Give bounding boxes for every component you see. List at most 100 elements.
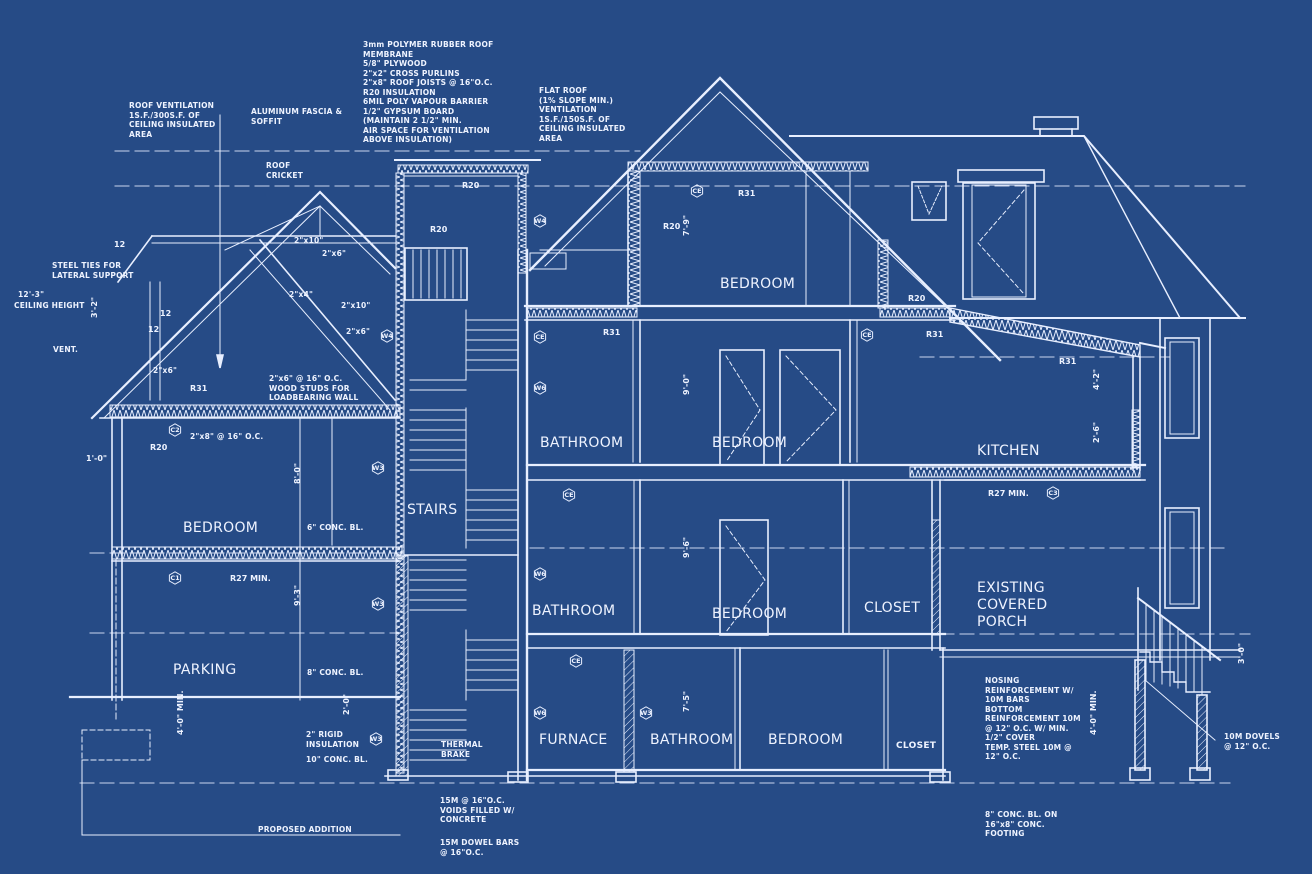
- room-label-stairs: STAIRS: [407, 502, 458, 518]
- dimension-label: 7'-5": [682, 690, 691, 712]
- annotation-footing: 8" CONC. BL. ON 16"x8" CONC. FOOTING: [985, 810, 1058, 838]
- insulation-r-value: R20: [663, 222, 681, 231]
- room-label-bathroom_2f: BATHROOM: [540, 435, 624, 451]
- assembly-tag-label: C3: [1048, 489, 1058, 497]
- dimension-label: 2'-6": [1092, 421, 1101, 443]
- assembly-tag-hexagon: W3: [371, 597, 385, 611]
- insulation-r-value: R20: [150, 443, 168, 452]
- hexagon-icon: [168, 423, 182, 437]
- assembly-tag-hexagon: CE: [569, 654, 583, 668]
- assembly-tag-hexagon: CE: [860, 328, 874, 342]
- assembly-tag-label: C2: [170, 426, 180, 434]
- dimension-label: 3'-0": [1237, 642, 1246, 664]
- dimension-label: 2'-0": [342, 693, 351, 715]
- annotation-rigid: 2" RIGID INSULATION: [306, 730, 360, 749]
- room-label-parking: PARKING: [173, 662, 237, 678]
- room-label-bedroom_1f: BEDROOM: [712, 606, 788, 622]
- dimension-label: 12: [160, 309, 172, 318]
- hexagon-icon: [533, 330, 547, 344]
- insulation-r-value: R27 MIN.: [230, 574, 271, 583]
- assembly-tag-label: W3: [370, 735, 382, 743]
- dimension-label: 12: [114, 240, 126, 249]
- annotation-j_2x6_b: 2"x6": [346, 327, 371, 336]
- annotation-conc_6: 6" CONC. BL.: [307, 523, 364, 532]
- room-label-closet_b: CLOSET: [896, 741, 937, 751]
- dimension-label: 9'-0": [682, 373, 691, 395]
- hexagon-icon: [533, 706, 547, 720]
- assembly-tag-hexagon: W3: [639, 706, 653, 720]
- assembly-tag-hexagon: W4: [380, 329, 394, 343]
- assembly-tag-label: W4: [534, 217, 546, 225]
- assembly-tag-label: W6: [534, 570, 546, 578]
- assembly-tag-hexagon: C3: [1046, 486, 1060, 500]
- assembly-tag-label: W4: [381, 332, 393, 340]
- assembly-tag-label: CE: [571, 657, 581, 665]
- hexagon-icon: [380, 329, 394, 343]
- assembly-tag-hexagon: CE: [562, 488, 576, 502]
- room-label-bedroom_addition: BEDROOM: [183, 520, 259, 536]
- assembly-tag-hexagon: W4: [533, 214, 547, 228]
- annotation-j_2x4: 2"x4": [289, 290, 314, 299]
- hexagon-icon: [690, 184, 704, 198]
- annotation-proposed: PROPOSED ADDITION: [258, 825, 352, 834]
- insulation-r-value: R20: [462, 181, 480, 190]
- hexagon-icon: [1046, 486, 1060, 500]
- hexagon-icon: [533, 381, 547, 395]
- assembly-tag-hexagon: W3: [371, 461, 385, 475]
- annotation-joist_2x8: 2"x8" @ 16" O.C.: [190, 432, 264, 441]
- room-label-bedroom_2f: BEDROOM: [712, 435, 788, 451]
- insulation-r-value: R31: [603, 328, 621, 337]
- assembly-tag-hexagon: W6: [533, 706, 547, 720]
- dimension-label: 3'-2": [90, 296, 99, 318]
- hexagon-icon: [860, 328, 874, 342]
- dimension-label: 7'-9": [682, 214, 691, 236]
- assembly-tag-label: W6: [534, 709, 546, 717]
- hexagon-icon: [639, 706, 653, 720]
- annotation-j_2x6_a: 2"x6": [322, 249, 347, 258]
- insulation-r-value: R27 MIN.: [988, 489, 1029, 498]
- assembly-tag-hexagon: W3: [369, 732, 383, 746]
- dimension-label: 9'-6": [682, 536, 691, 558]
- insulation-r-value: R31: [738, 189, 756, 198]
- dimension-label: 1'-0": [86, 454, 108, 463]
- annotation-studs: 2"x6" @ 16" O.C. WOOD STUDS FOR LOADBEAR…: [269, 374, 359, 402]
- insulation-r-value: R20: [430, 225, 448, 234]
- room-label-bedroom_attic: BEDROOM: [720, 276, 796, 292]
- annotation-dowels10: 10M DOVELS @ 12" O.C.: [1224, 732, 1281, 751]
- annotation-steel_ties: STEEL TIES FOR LATERAL SUPPORT: [52, 261, 134, 280]
- room-label-bedroom_b: BEDROOM: [768, 732, 844, 748]
- room-label-furnace: FURNACE: [539, 732, 608, 748]
- dimension-label: 4'-0" MIN.: [1089, 690, 1098, 735]
- insulation-r-value: R31: [190, 384, 208, 393]
- room-label-bathroom_b: BATHROOM: [650, 732, 734, 748]
- room-label-kitchen: KITCHEN: [977, 443, 1040, 459]
- assembly-tag-label: W3: [372, 600, 384, 608]
- dimension-label: 4'-2": [1092, 368, 1101, 390]
- hexagon-icon: [533, 214, 547, 228]
- assembly-tag-hexagon: CE: [533, 330, 547, 344]
- hexagon-icon: [569, 654, 583, 668]
- annotation-ceiling_height_val: 12'-3": [18, 290, 45, 299]
- room-label-closet_1f: CLOSET: [864, 600, 921, 616]
- annotation-ceiling_height: CEILING HEIGHT: [14, 301, 85, 310]
- annotation-roof_membrane: 3mm POLYMER RUBBER ROOF MEMBRANE 5/8" PL…: [363, 40, 494, 144]
- hexagon-icon: [168, 571, 182, 585]
- hexagon-icon: [371, 597, 385, 611]
- assembly-tag-hexagon: W6: [533, 567, 547, 581]
- insulation-r-value: R31: [926, 330, 944, 339]
- assembly-tag-label: W3: [372, 464, 384, 472]
- dimension-label: 4'-0" MIN.: [176, 690, 185, 735]
- assembly-tag-label: C1: [170, 574, 180, 582]
- dimension-label: 8'-0": [293, 462, 302, 484]
- assembly-tag-label: W6: [534, 384, 546, 392]
- hexagon-icon: [369, 732, 383, 746]
- annotation-flat_roof: FLAT ROOF (1% SLOPE MIN.) VENTILATION 1S…: [539, 86, 626, 143]
- annotation-thermal: THERMAL BRAKE: [441, 740, 483, 759]
- assembly-tag-hexagon: C1: [168, 571, 182, 585]
- annotation-j_2x10_b: 2"x10": [341, 301, 371, 310]
- annotation-j_2x6_c: 2"x6": [153, 366, 178, 375]
- assembly-tag-label: W3: [640, 709, 652, 717]
- dimension-label: 9'-3": [293, 584, 302, 606]
